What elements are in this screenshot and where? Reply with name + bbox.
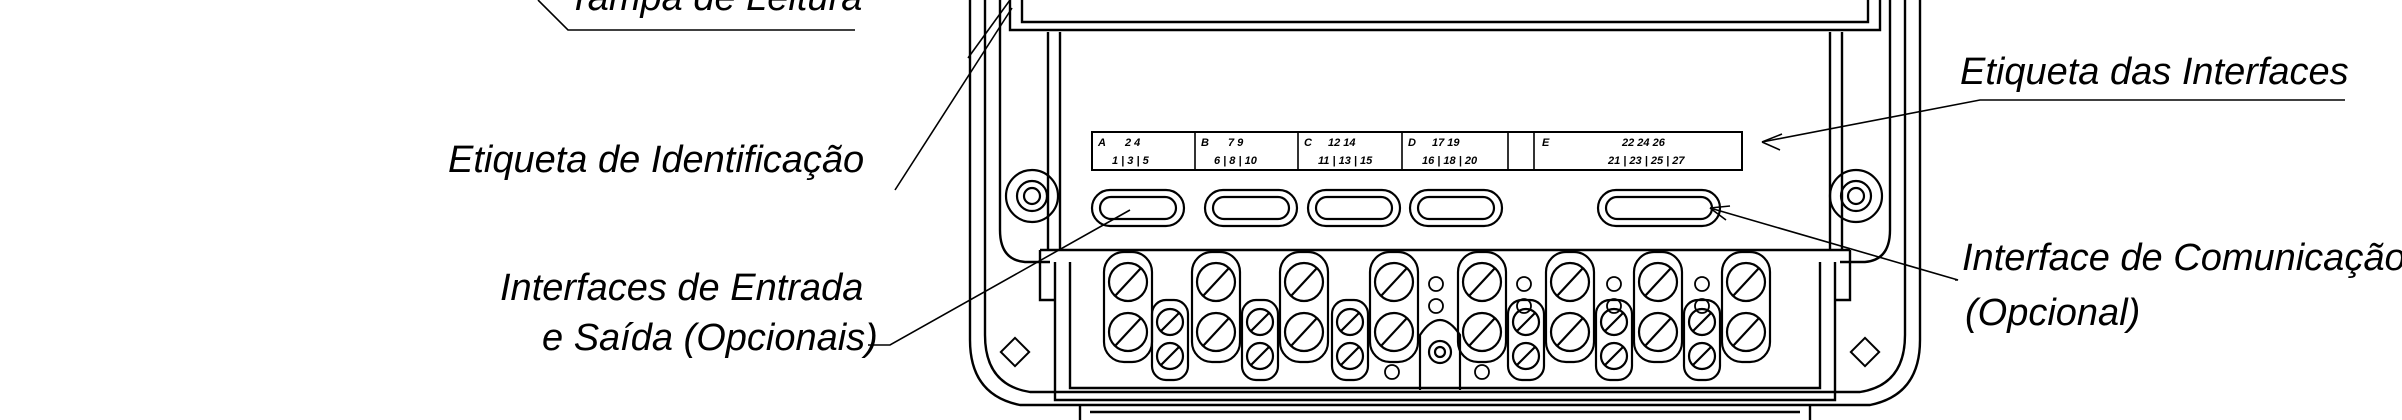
interface-label-strip: A 2 4 1 | 3 | 5 B 7 9 6 | 8 | 10 C 12 14… [1091,131,1743,171]
callout-lines [537,0,2345,346]
label-interface-comunicacao-line1: Interface de Comunicação [1962,237,2402,279]
group-b-top: 7 9 [1228,137,1244,149]
group-b-letter: B [1201,137,1209,149]
group-b-bottom: 6 | 8 | 10 [1214,155,1258,167]
label-interfaces-entrada-line1: Interfaces de Entrada [500,267,863,309]
group-d-letter: D [1408,137,1416,149]
test-holes [1384,276,1710,380]
group-d-top: 17 19 [1432,137,1460,149]
label-etiqueta-interfaces: Etiqueta das Interfaces [1960,51,2349,93]
meter-body [968,0,1922,420]
communication-interface-slot [1596,188,1722,228]
large-terminals [1102,250,1772,364]
group-e-bottom: 21 | 23 | 25 | 27 [1607,155,1685,167]
mounting-screw-right [1828,168,1884,224]
mounting-screw-left [1004,168,1060,224]
io-interface-slots [1090,188,1504,228]
label-interface-comunicacao-line2: (Opcional) [1965,292,2140,334]
label-etiqueta-identificacao: Etiqueta de Identificação [448,139,864,181]
group-e-top: 22 24 26 [1621,137,1666,149]
terminal-block [1102,250,1772,413]
group-c-letter: C [1304,137,1313,149]
group-a-letter: A [1097,137,1106,149]
group-a-bottom: 1 | 3 | 5 [1112,155,1150,167]
group-a-top: 2 4 [1124,137,1140,149]
group-e-letter: E [1542,137,1550,149]
group-d-bottom: 16 | 18 | 20 [1422,155,1478,167]
group-c-top: 12 14 [1328,137,1356,149]
group-c-bottom: 11 | 13 | 15 [1318,155,1373,167]
label-interfaces-entrada-line2: e Saída (Opcionais) [542,317,878,359]
lower-corner-holes [999,336,1881,368]
label-tampa-de-leitura: Tampa de Leitura [568,0,862,19]
seal-bridge [1418,318,1462,390]
small-terminals [1150,298,1722,382]
